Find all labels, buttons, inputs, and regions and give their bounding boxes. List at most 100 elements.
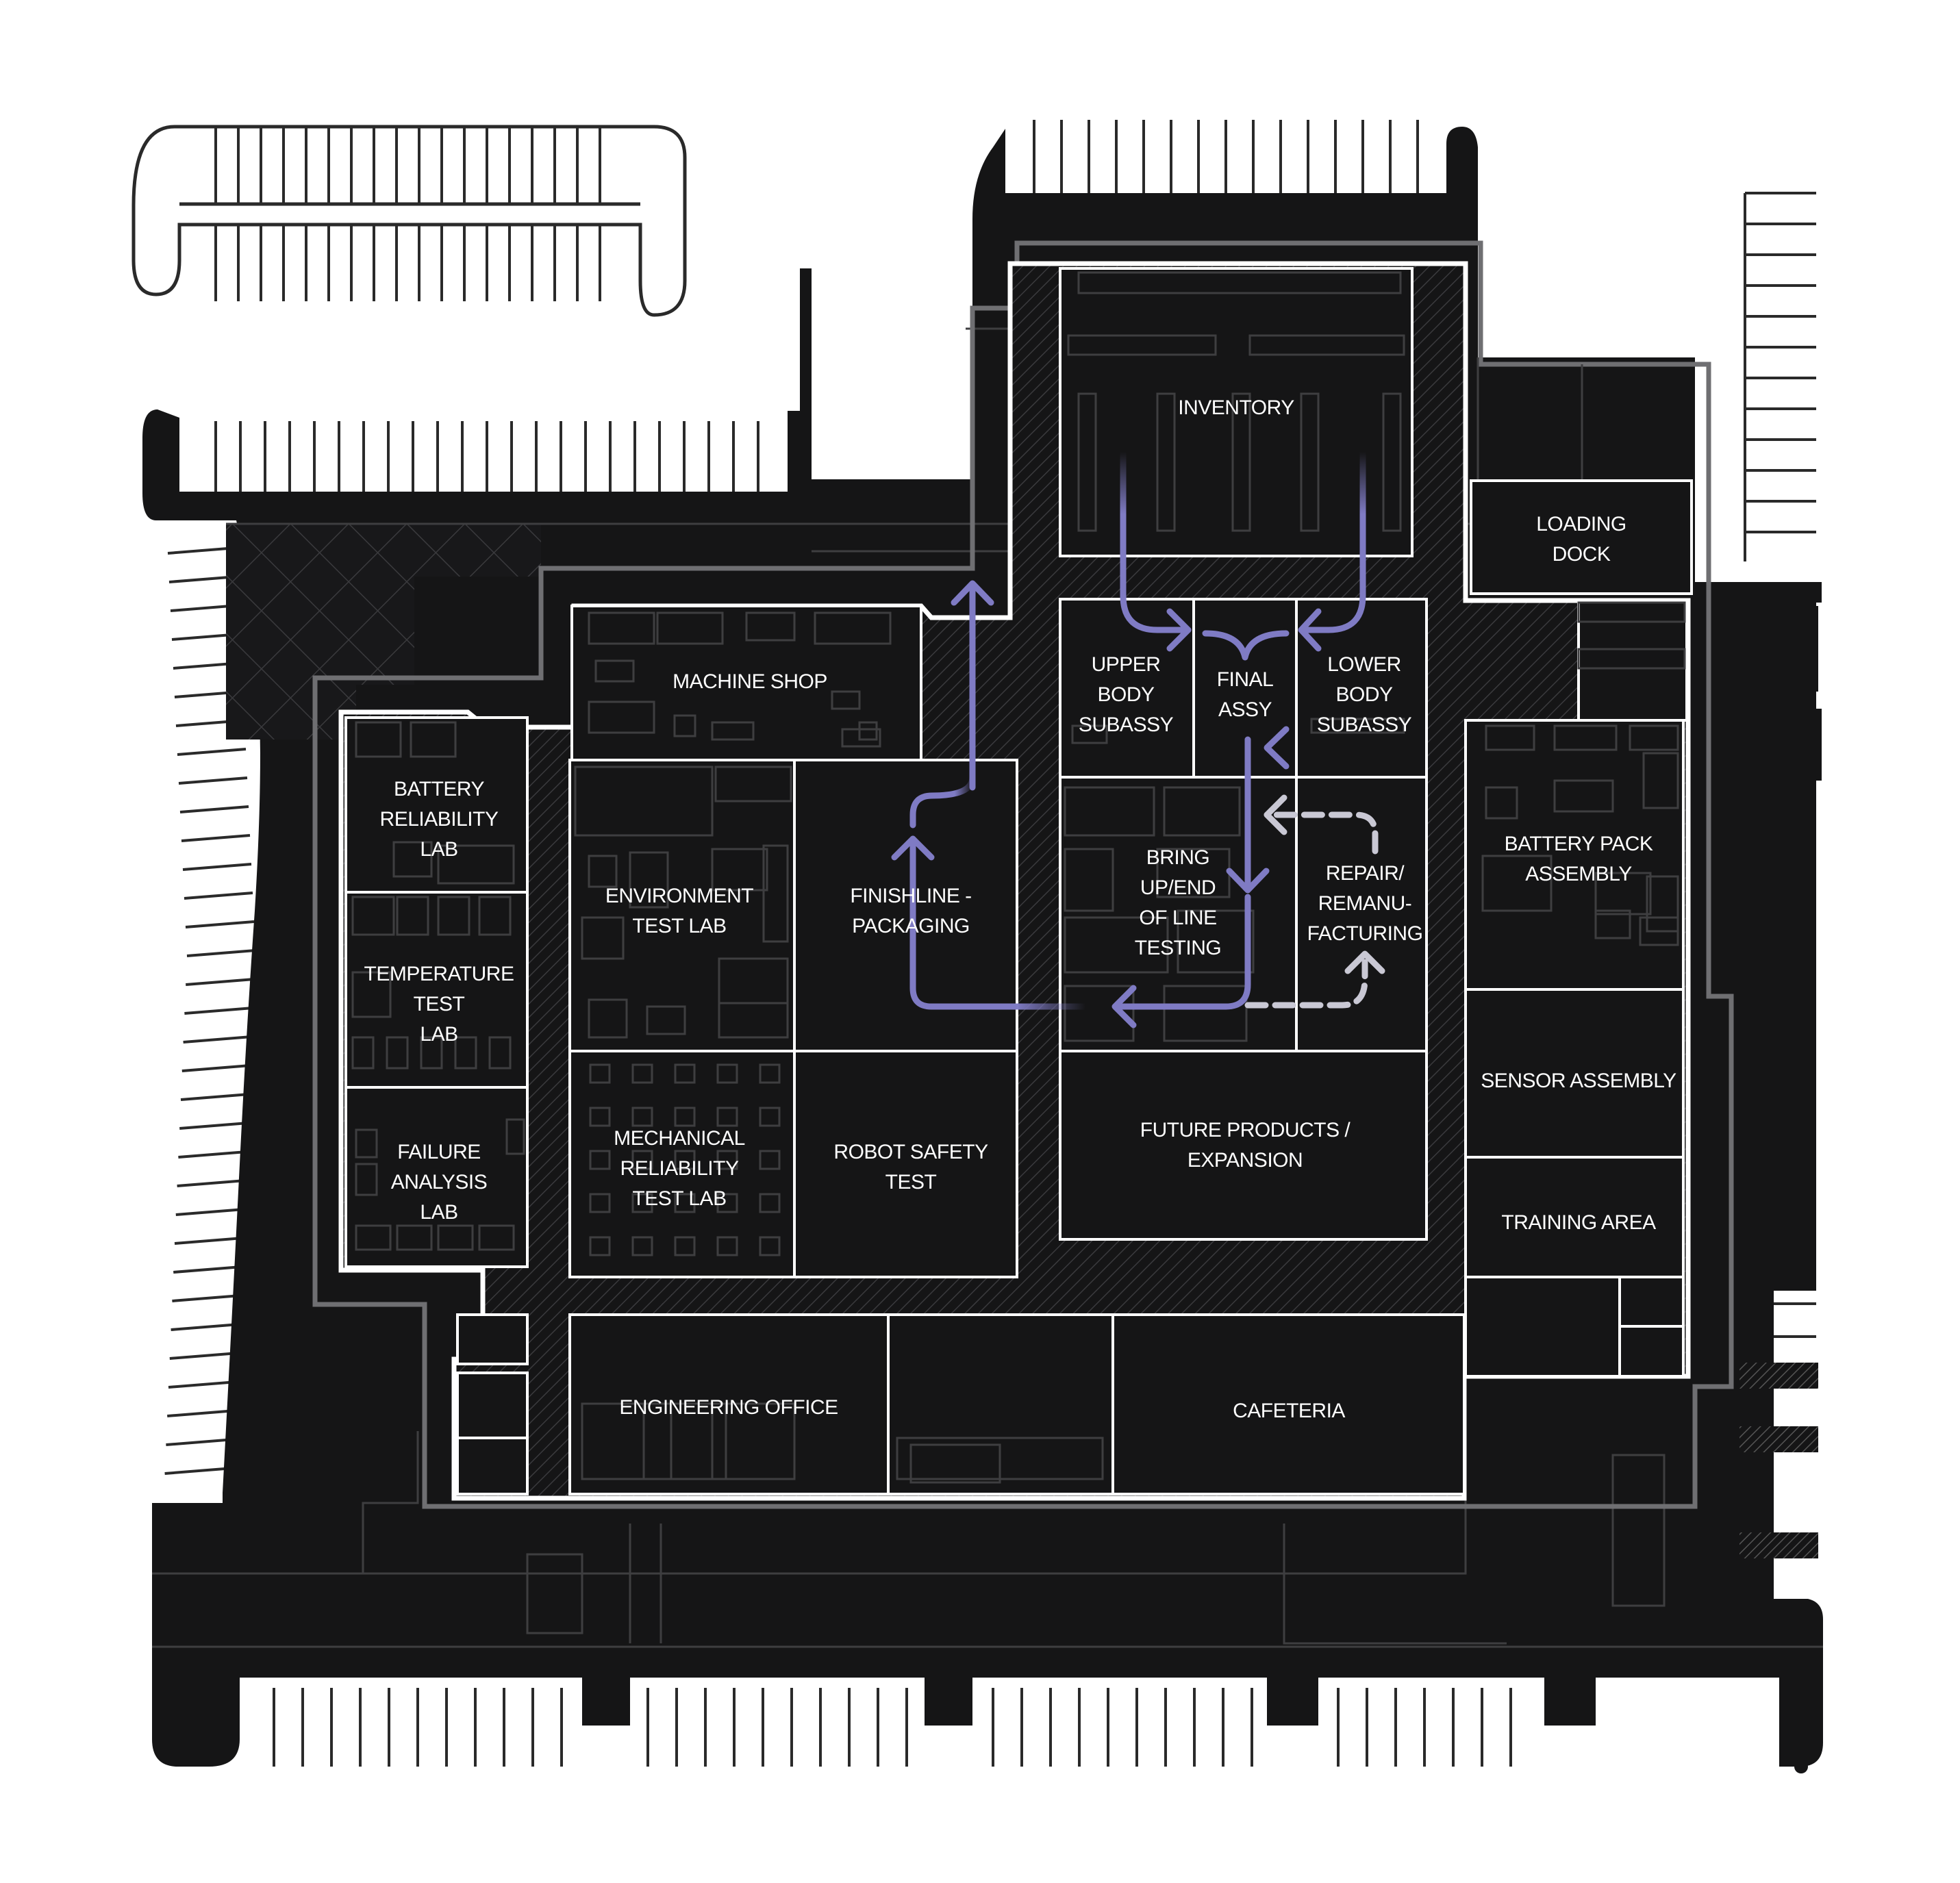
label-training-area-line: TRAINING AREA (1501, 1211, 1656, 1234)
room-mechanical-reliability-test-lab (568, 1050, 796, 1278)
equipment-outline (1067, 334, 1217, 356)
parking-stripe (171, 1323, 240, 1331)
equipment-outline (454, 1036, 477, 1070)
parking-stripe (186, 978, 255, 986)
parking-stripe (177, 1179, 246, 1187)
equipment-outline (437, 896, 470, 936)
equipment-outline (488, 1036, 512, 1070)
flow-test-to-finish-head (1111, 985, 1137, 1028)
parking-stripe (164, 1467, 234, 1475)
equipment-outline (392, 841, 433, 878)
room-cafeteria (1111, 1313, 1466, 1495)
parking-stripe (180, 1093, 250, 1101)
flow-inventory-to-lower (1298, 448, 1366, 633)
equipment-outline (858, 721, 878, 741)
label-machine-shop: MACHINE SHOP (673, 670, 827, 693)
equipment-outline (1594, 872, 1652, 915)
label-training-area: TRAINING AREA (1501, 1211, 1656, 1234)
process-flow (891, 448, 1496, 1028)
label-final-assy-line: FINAL (1217, 668, 1274, 691)
equipment-outline (629, 851, 669, 909)
label-repair-remanufacturing: REPAIR/REMANU-FACTURING (1307, 862, 1423, 945)
room-sensor-assembly (1464, 988, 1685, 1159)
equipment-outline (478, 1224, 515, 1251)
equipment-outline (396, 896, 429, 936)
flow-test-to-finish (1113, 894, 1251, 1010)
test-fixture (674, 1063, 696, 1084)
label-repair-remanufacturing-line: REMANU- (1318, 892, 1412, 915)
parking-stripe (173, 1265, 242, 1274)
label-upper-body-subassy-line: SUBASSY (1079, 713, 1174, 736)
room-west-stair-2 (456, 1372, 529, 1439)
flow-inventory-to-lower-head (1298, 608, 1322, 652)
equipment-outline (841, 728, 881, 748)
label-engineering-office: ENGINEERING OFFICE (619, 1396, 838, 1419)
equipment-outline (711, 848, 768, 892)
equipment-outline (355, 1163, 378, 1196)
label-robot-safety-test: ROBOT SAFETY TEST (833, 1141, 988, 1193)
equipment-outline (588, 611, 655, 645)
parking-stripe (168, 1380, 238, 1389)
label-inventory: INVENTORY (1178, 396, 1294, 419)
flow-to-finishline-head (891, 835, 935, 861)
parking-top (214, 120, 1419, 492)
test-fixture (716, 1107, 738, 1127)
room-robot-safety-test (793, 1050, 1018, 1278)
test-fixture (589, 1107, 611, 1127)
dock-apron (1477, 357, 1686, 670)
equipment-outline (1310, 718, 1405, 734)
equipment-outline (355, 1224, 392, 1251)
equipment-outline (588, 855, 618, 888)
equipment-outline (594, 659, 635, 683)
parking-stripe (185, 920, 255, 928)
equipment-outline (1629, 724, 1679, 751)
label-robot-safety-test-line: TEST (885, 1171, 937, 1193)
room-small-3 (1618, 1325, 1685, 1378)
label-future-products-line: FUTURE PRODUCTS / (1140, 1119, 1351, 1141)
label-environment-test-lab-line: ENVIRONMENT (605, 885, 753, 907)
parking-stripe (182, 863, 252, 871)
label-battery-reliability-lab-line: LAB (420, 838, 457, 861)
label-loading-dock-line: DOCK (1553, 543, 1611, 566)
equipment-outline (505, 1118, 525, 1155)
label-repair-remanufacturing-line: FACTURING (1307, 922, 1423, 945)
label-machine-shop-line: MACHINE SHOP (673, 670, 827, 693)
rework-to-repair (1244, 959, 1368, 1009)
test-fixture (674, 1150, 696, 1170)
room-west-stair-1 (456, 1313, 529, 1365)
equipment-outline (1163, 985, 1248, 1042)
label-mechanical-reliability-test-lab-line: MECHANICAL (614, 1127, 745, 1150)
label-finishline-packaging-line: FINISHLINE - (850, 885, 971, 907)
flow-final-to-test-head (1226, 868, 1270, 894)
parking-stripe (181, 834, 251, 842)
test-fixture (631, 1107, 653, 1127)
test-fixture (674, 1236, 696, 1256)
label-failure-analysis-lab-line: ANALYSIS (391, 1171, 488, 1193)
equipment-outline (410, 721, 457, 758)
label-bring-up-testing-line: OF LINE (1139, 907, 1216, 929)
test-fixture (759, 1107, 781, 1127)
perimeter-path (312, 240, 1734, 1509)
equipment-outline (1064, 916, 1169, 974)
equipment-outline (831, 690, 861, 710)
equipment-outline (1300, 392, 1320, 532)
test-fixture (759, 1236, 781, 1256)
equipment-outline (437, 844, 515, 885)
parking-stripe (178, 776, 248, 785)
equipment-outline (581, 916, 625, 960)
room-inventory (1059, 267, 1414, 557)
rework-from-repair-head (1264, 794, 1287, 835)
room-finishline-packaging (793, 759, 1018, 1052)
equipment-outline (1553, 724, 1618, 751)
parking-stripe (181, 1064, 251, 1072)
equipment-outline (588, 998, 628, 1039)
label-robot-safety-test-line: ROBOT SAFETY (833, 1141, 988, 1163)
equipment-details (351, 271, 1679, 1484)
label-battery-reliability-lab-line: BATTERY (394, 778, 485, 800)
